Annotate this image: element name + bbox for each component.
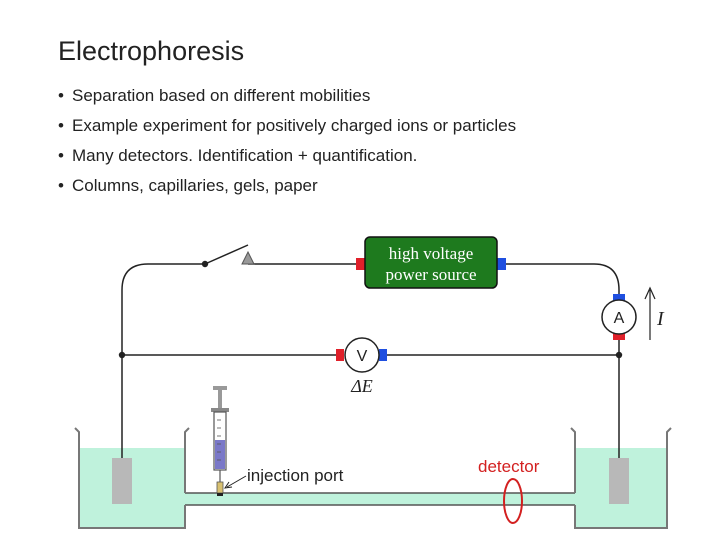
bullet-list: • Separation based on different mobilitie… <box>58 84 516 204</box>
bullet-text: Example experiment for positively charge… <box>72 116 517 135</box>
bullet-marker: • <box>58 176 64 195</box>
top-right-wire <box>497 263 620 294</box>
bullet-marker: • <box>58 146 64 165</box>
left-reservoir-wall <box>74 427 186 529</box>
right-reservoir-wall <box>574 427 672 529</box>
power-source-negative-terminal <box>497 258 506 270</box>
power-source-positive-terminal <box>356 258 365 270</box>
power-source-label-line1: high voltage <box>389 244 474 263</box>
voltmeter-symbol: V <box>357 348 368 365</box>
left-reservoir-inner-wall <box>184 427 190 493</box>
slide-title: Electrophoresis <box>58 36 245 66</box>
top-left-wire <box>121 263 205 291</box>
syringe-plunger-cap <box>213 386 227 390</box>
power-source-box <box>364 236 498 289</box>
current-arrow-head <box>644 286 656 300</box>
right-junction-dot <box>615 351 623 359</box>
right-reservoir-inner-wall <box>570 427 576 493</box>
bullet-text: Many detectors. Identification + quantif… <box>72 146 418 165</box>
bullet-item: • Many detectors. Identification + quanti… <box>58 144 516 174</box>
ammeter-circle <box>601 299 637 335</box>
bullet-item: • Separation based on different mobilitie… <box>58 84 516 114</box>
bullet-marker: • <box>58 116 64 135</box>
voltmeter-right-terminal <box>379 349 387 361</box>
injection-port-fitting <box>216 481 224 494</box>
injection-pointer-head <box>223 481 233 489</box>
detector-ring <box>503 478 523 524</box>
injection-pointer-line <box>226 475 247 488</box>
power-source-label-line2: power source <box>385 265 476 284</box>
ammeter-top-terminal <box>613 294 625 301</box>
current-label: I <box>656 308 665 330</box>
left-junction-dot <box>118 351 126 359</box>
switch-contact <box>241 250 255 265</box>
voltmeter-circle <box>344 337 380 373</box>
syringe-sample <box>215 440 225 469</box>
injection-port-label: injection port <box>247 466 344 485</box>
voltmeter-left-terminal <box>336 349 344 361</box>
voltage-label: ΔE <box>350 376 373 396</box>
ammeter-bottom-terminal <box>613 333 625 340</box>
capillary-fill <box>185 493 575 505</box>
switch-lever <box>204 244 249 265</box>
injection-port-seal <box>217 493 223 496</box>
left-electrode <box>112 458 132 504</box>
bullet-item: • Columns, capillaries, gels, paper <box>58 174 516 204</box>
ammeter-symbol: A <box>614 310 625 327</box>
bullet-marker: • <box>58 86 64 105</box>
syringe-flange <box>211 408 229 412</box>
bullet-item: • Example experiment for positively charg… <box>58 114 516 144</box>
bullet-text: Separation based on different mobilities <box>72 86 371 105</box>
right-electrode <box>609 458 629 504</box>
bullet-text: Columns, capillaries, gels, paper <box>72 176 318 195</box>
detector-label: detector <box>478 457 540 476</box>
